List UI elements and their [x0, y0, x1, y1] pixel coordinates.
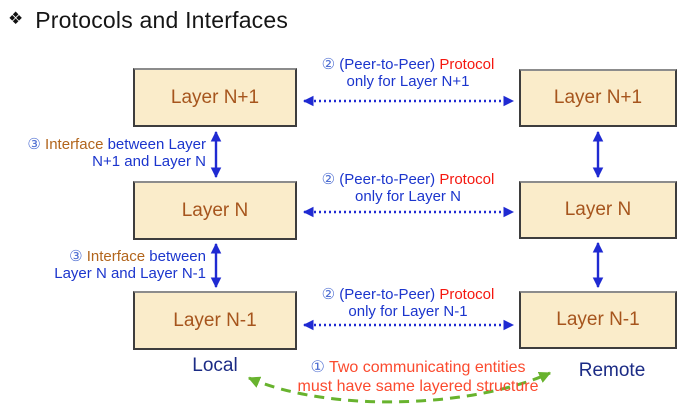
protocol-word: Protocol	[439, 286, 495, 303]
protocol-note-n-minus-1: ② (Peer-to-Peer) Protocol only for Layer…	[293, 286, 523, 320]
interface-note-line1: ③ Interface between	[10, 248, 206, 265]
circled-number-3: ③	[69, 248, 83, 265]
layer-box-remote-n: Layer N	[519, 181, 677, 239]
layer-box-label: Layer N-1	[556, 309, 640, 330]
interface-word: Interface	[86, 248, 146, 265]
peer-to-peer-text: (Peer-to-Peer)	[339, 56, 436, 73]
protocol-note-n: ② (Peer-to-Peer) Protocol only for Layer…	[293, 171, 523, 205]
interface-word: Interface	[45, 136, 104, 153]
layer-box-local-n-plus-1: Layer N+1	[133, 68, 297, 127]
layer-box-local-n-minus-1: Layer N-1	[133, 291, 297, 350]
layer-box-label: Layer N	[564, 199, 632, 220]
protocol-note-line1: ② (Peer-to-Peer) Protocol	[293, 286, 523, 303]
entity-note-line2: must have same layered structure	[297, 378, 539, 395]
circled-number-1: ①	[310, 359, 325, 376]
protocol-note-line2: only for Layer N	[355, 188, 461, 205]
circled-number-3: ③	[27, 136, 41, 153]
interface-note-line2: N+1 and Layer N	[92, 153, 206, 170]
protocol-note-line2: only for Layer N-1	[348, 303, 468, 320]
protocol-word: Protocol	[439, 56, 495, 73]
diamond-bullet-icon: ❖	[8, 9, 24, 28]
entity-note-text: Two communicating entities	[328, 359, 526, 376]
circled-number-2: ②	[321, 56, 336, 73]
layer-box-label: Layer N	[181, 199, 249, 221]
interface-rest-text: between	[149, 248, 206, 265]
protocol-word: Protocol	[439, 171, 495, 188]
peer-to-peer-text: (Peer-to-Peer)	[339, 171, 436, 188]
local-label: Local	[192, 355, 238, 376]
protocol-note-n-plus-1: ② (Peer-to-Peer) Protocol only for Layer…	[293, 56, 523, 90]
protocol-note-line1: ② (Peer-to-Peer) Protocol	[293, 171, 523, 188]
page-title: ❖ Protocols and Interfaces	[8, 6, 288, 34]
circled-number-2: ②	[321, 286, 336, 303]
layer-box-label: Layer N+1	[553, 87, 643, 108]
remote-label: Remote	[578, 360, 646, 381]
entity-note-line1: ① Two communicating entities	[283, 358, 553, 377]
layer-box-label: Layer N-1	[173, 309, 257, 331]
protocol-note-line1: ② (Peer-to-Peer) Protocol	[293, 56, 523, 73]
circled-number-2: ②	[321, 171, 336, 188]
interface-note-bottom: ③ Interface between Layer N and Layer N-…	[10, 248, 206, 282]
interface-note-top: ③ Interface between Layer N+1 and Layer …	[10, 136, 206, 170]
layer-box-remote-n-plus-1: Layer N+1	[519, 69, 677, 127]
page-title-text: Protocols and Interfaces	[35, 7, 289, 33]
protocol-note-line2: only for Layer N+1	[346, 73, 470, 90]
interface-note-line1: ③ Interface between Layer	[10, 136, 206, 153]
interface-rest-text: between Layer	[107, 136, 206, 153]
layer-box-label: Layer N+1	[170, 86, 260, 108]
layer-box-remote-n-minus-1: Layer N-1	[519, 291, 677, 349]
entity-note: ① Two communicating entities must have s…	[283, 358, 553, 396]
peer-to-peer-text: (Peer-to-Peer)	[339, 286, 436, 303]
interface-note-line2: Layer N and Layer N-1	[54, 265, 206, 282]
layer-box-local-n: Layer N	[133, 181, 297, 240]
